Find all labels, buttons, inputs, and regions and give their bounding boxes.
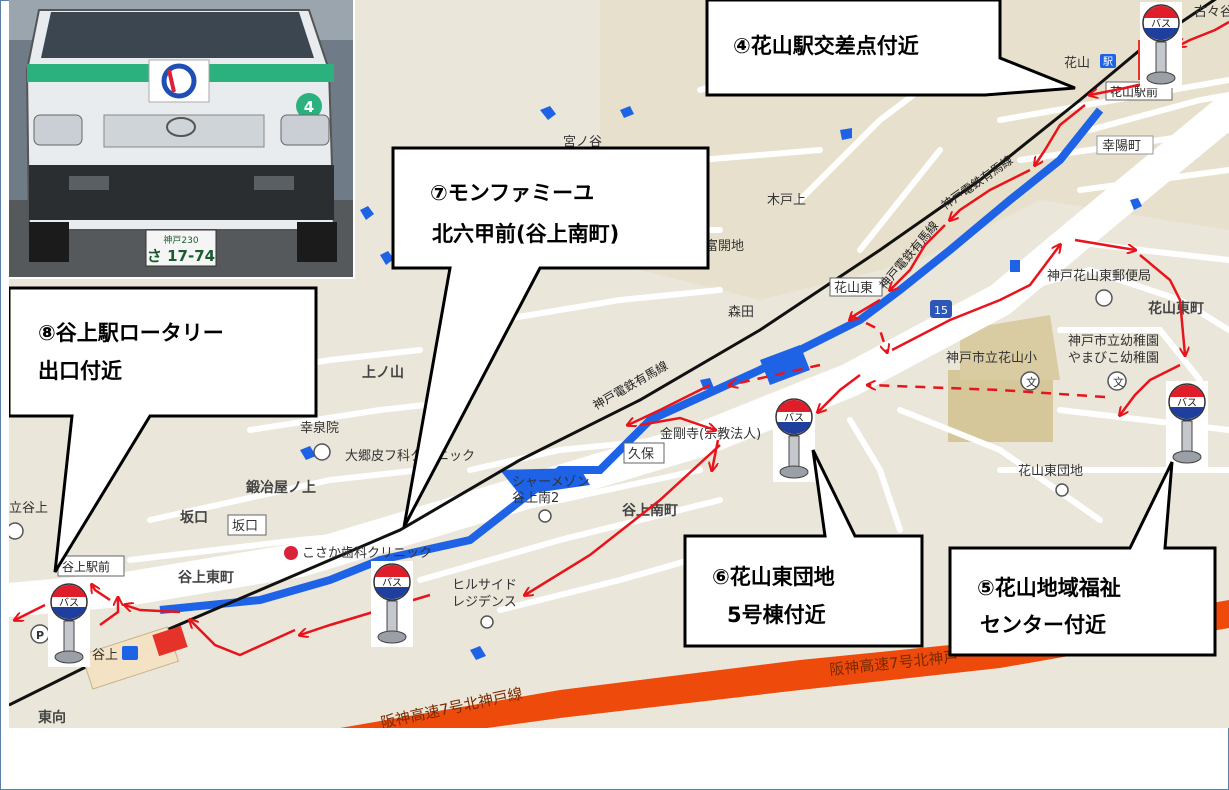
callout-stop5-line2: センター付近: [980, 613, 1106, 637]
map-label: 花山東町: [1148, 300, 1204, 317]
bus-stop-sign-5: バス: [1166, 381, 1208, 467]
callout-stop8-line2: 出口付近: [38, 359, 122, 383]
bus-stop-sign-text: バス: [382, 577, 402, 589]
svg-text:文: 文: [1113, 375, 1124, 389]
callout-stop4: [705, 0, 1076, 97]
map-label: 花山: [1064, 55, 1090, 71]
map-label: ヒルサイド: [452, 578, 517, 593]
map-label: 坂口: [232, 519, 258, 534]
bus-stop-sign-text: バス: [1151, 18, 1171, 30]
callout-stop4-text: ④花山駅交差点付近: [733, 34, 919, 58]
map-label: 宮ノ谷: [563, 134, 602, 150]
map-label: 木戸上: [767, 193, 806, 208]
callout-stop6-line1: ⑥花山東団地: [712, 565, 835, 589]
route-number: 15: [934, 304, 948, 317]
map-label: 谷上東町: [178, 569, 234, 586]
bus-photo: 4 神戸230 さ 17-74: [9, 0, 355, 279]
bus-stop-sign-text: バス: [59, 597, 79, 609]
map-label: 東向: [38, 709, 66, 726]
callout-stop8: [9, 286, 318, 573]
map-label: 花山東: [834, 280, 873, 296]
callout-stop5-line1: ⑤花山地域福祉: [977, 576, 1121, 600]
map-label: 大郷皮フ科クリニック: [345, 449, 475, 464]
map-label: 幸陽町: [1102, 139, 1141, 154]
map-label: 幸泉院: [300, 420, 339, 436]
bus-stop-sign-text: バス: [1177, 397, 1197, 409]
svg-text:P: P: [36, 629, 44, 642]
map-label: こさか歯科クリニック: [302, 546, 432, 561]
map-label: 神戸花山東郵便局: [1047, 268, 1151, 284]
callout-stop7: [391, 146, 710, 528]
map-label: 谷上南町: [622, 502, 678, 519]
callout-stop8-line1: ⑧谷上駅ロータリー: [38, 321, 224, 345]
map-label: 古々谷: [1194, 5, 1229, 20]
map-label: 谷上: [92, 648, 118, 663]
callout-stop6-line2: 5号棟付近: [727, 603, 826, 627]
main-road: [9, 93, 1229, 617]
map-label: 神戸市立幼稚園: [1068, 333, 1159, 349]
map-label: やまびこ幼稚園: [1068, 351, 1159, 366]
map-label: レジデンス: [452, 594, 517, 610]
map-label: 立谷上: [9, 501, 48, 516]
callout-stop5: [948, 461, 1217, 657]
river: [159, 107, 1104, 614]
map-label: シャーメゾン: [512, 475, 589, 490]
map-label: 金剛寺(宗教法人): [660, 426, 761, 442]
bus-stop-sign-text: バス: [784, 412, 804, 424]
map-label: 鍛冶屋ノ上: [246, 479, 316, 496]
svg-text:駅: 駅: [1103, 56, 1113, 68]
map-label: 谷上駅前: [62, 559, 110, 574]
map-label: 森田: [728, 305, 754, 320]
bus-stop-sign-8: バス: [48, 581, 90, 667]
callout-stop7-line1: ⑦モンファミーユ: [430, 181, 594, 205]
bus-stop-sign-6: バス: [773, 396, 815, 482]
map-label: 谷上南2: [512, 490, 559, 506]
expressway: [340, 600, 1229, 728]
bus-stop-sign-7: バス: [371, 561, 413, 647]
map-label: 富開地: [705, 238, 744, 254]
bus-badge-number: 4: [304, 98, 314, 116]
plate-number: さ 17-74: [147, 247, 215, 265]
callout-stop6: [683, 449, 924, 648]
map-label: 花山東団地: [1018, 463, 1083, 479]
map-label: 上ノ山: [362, 365, 404, 381]
map-label: 坂口: [180, 509, 208, 526]
callout-stop7-line2: 北六甲前(谷上南町): [432, 222, 619, 246]
map-label: 久保: [628, 447, 654, 462]
bus-stop-sign-4: バス: [1140, 2, 1182, 88]
svg-text:文: 文: [1026, 375, 1037, 389]
map-label: 神戸市立花山小: [946, 350, 1037, 366]
plate-region: 神戸230: [163, 234, 198, 246]
